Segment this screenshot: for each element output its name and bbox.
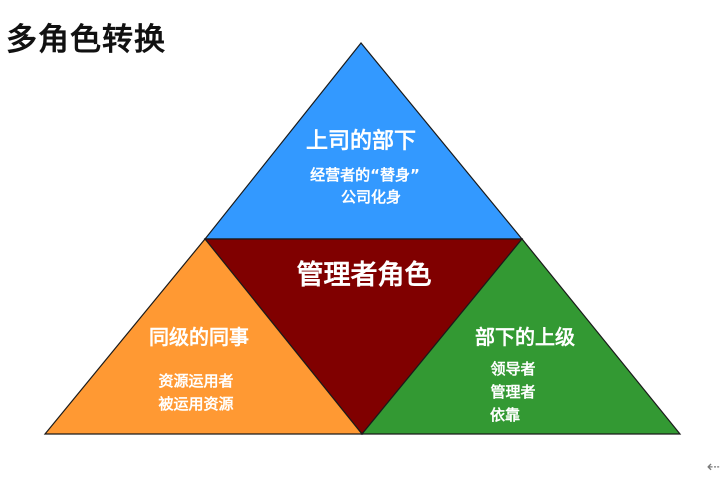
top-heading: 上司的部下	[306, 128, 416, 154]
back-arrow-icon[interactable]: ⇠	[706, 457, 720, 476]
right-heading: 部下的上级	[475, 325, 575, 349]
top-line-2: 公司化身	[341, 188, 401, 206]
top-line-1: 经营者的“替身”	[310, 166, 420, 184]
right-line-1: 领导者	[489, 360, 535, 378]
right-line-2: 管理者	[490, 383, 535, 401]
left-heading: 同级的同事	[149, 325, 249, 349]
right-triangle	[360, 238, 682, 435]
left-line-1: 资源运用者	[158, 372, 233, 390]
left-triangle	[43, 238, 364, 435]
page-title: 多角色转换	[6, 22, 166, 58]
left-line-2: 被运用资源	[158, 395, 233, 413]
center-heading: 管理者角色	[297, 259, 432, 291]
right-line-3: 依靠	[490, 406, 520, 424]
